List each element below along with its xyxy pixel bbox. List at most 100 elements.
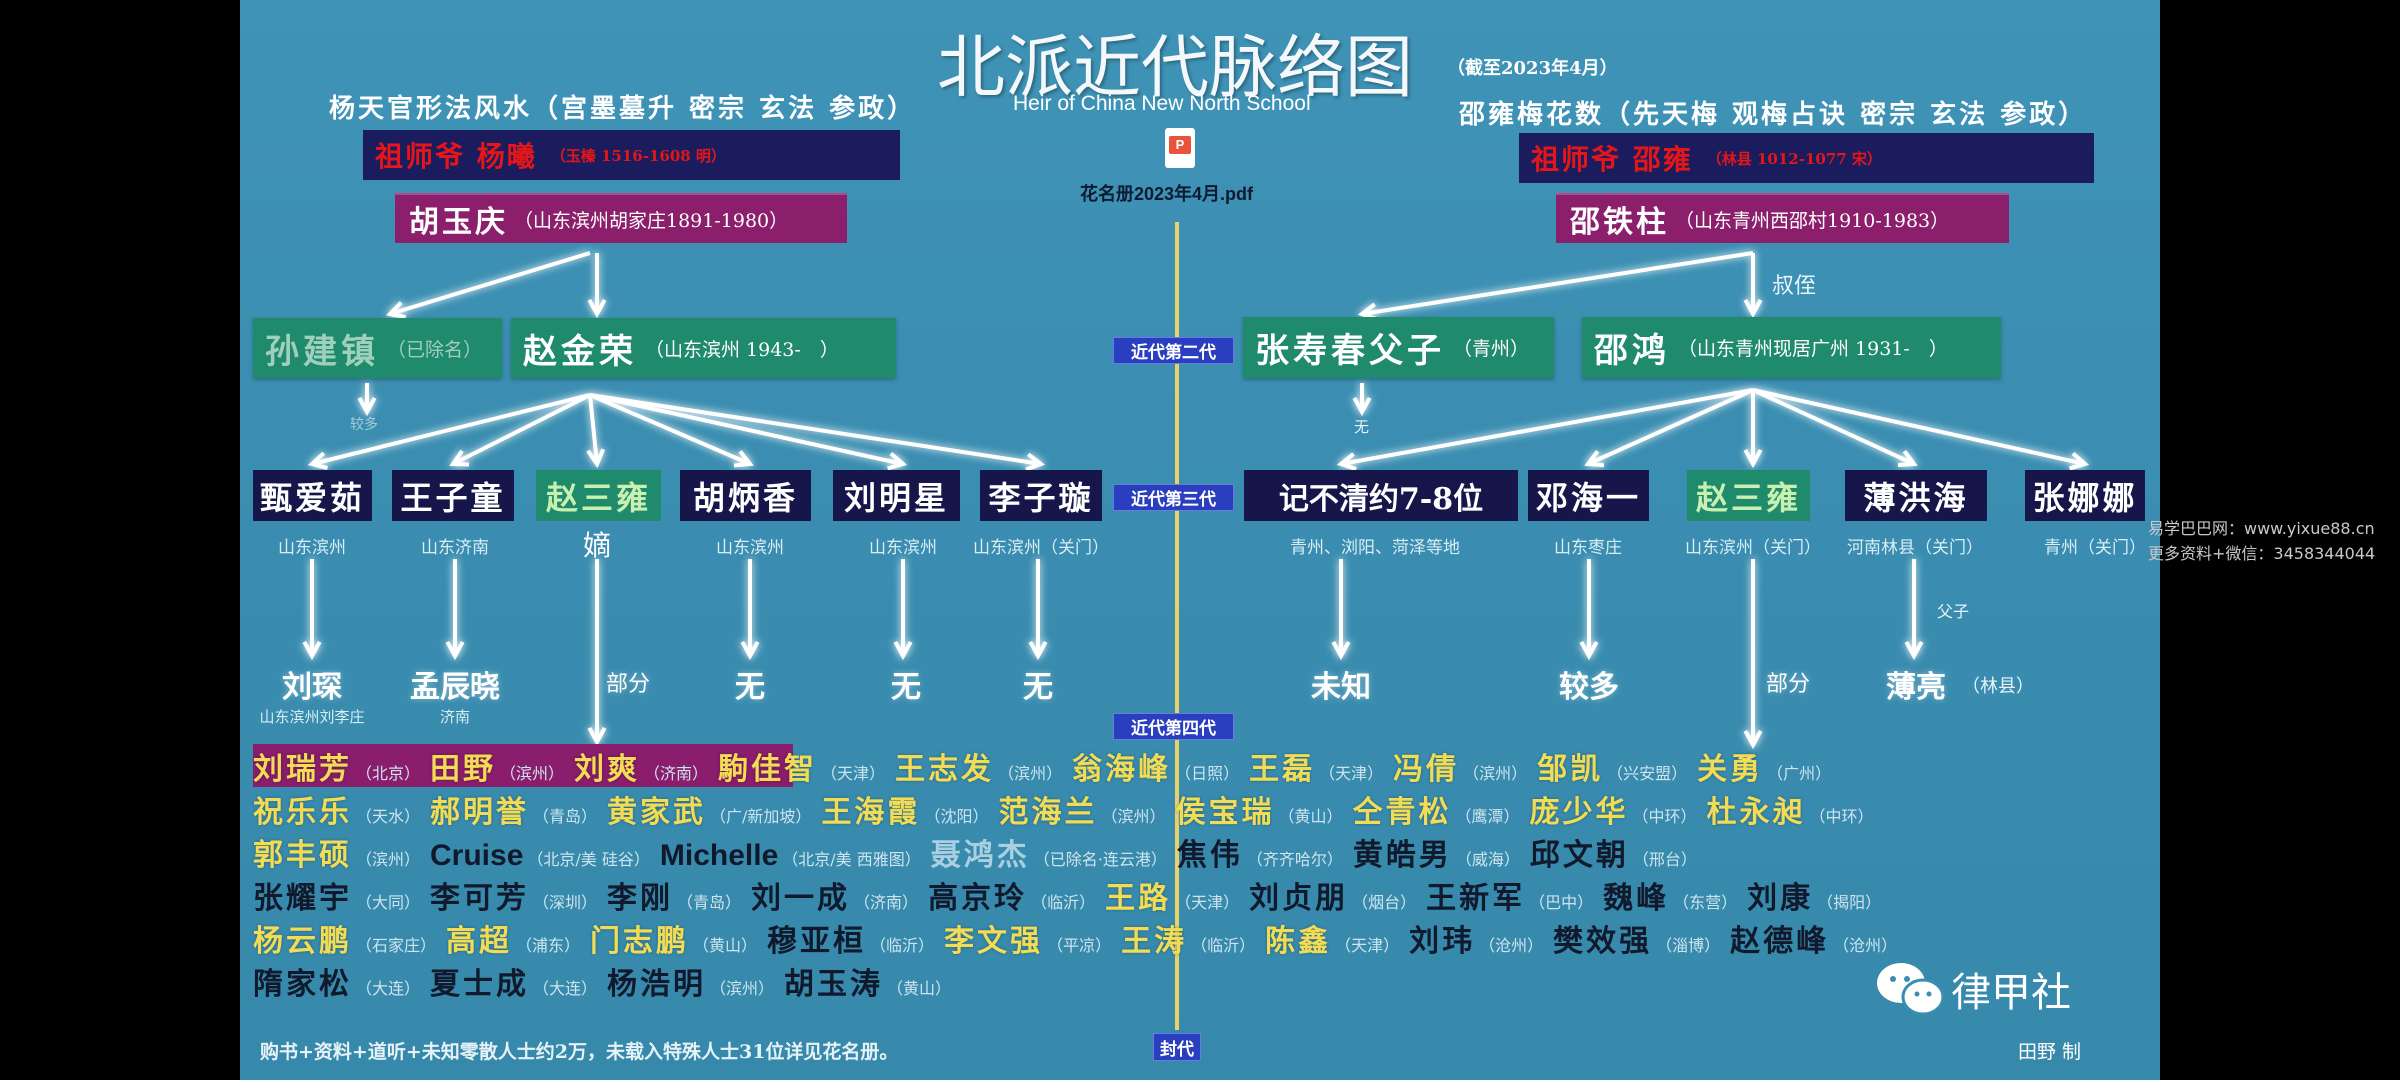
disciple-name: 冯倩 <box>1393 752 1460 787</box>
left-gen3-box: 李子璇 <box>980 470 1102 521</box>
disciple-location: （大同） <box>356 893 421 912</box>
brand-logo: 律甲社 <box>1875 960 2071 1018</box>
roster-row: 张耀宇（大同）李可芳（深圳）李刚（青岛）刘一成（济南）高京玲（临沂）王路（天津）… <box>253 873 1907 916</box>
person-detail: （山东青州西邵村1910-1983） <box>1675 209 1950 232</box>
location-label: 山东滨州刘李庄 <box>259 708 365 726</box>
disciple-name: 杨浩明 <box>607 967 707 1002</box>
disciple-location: （滨州） <box>500 764 565 783</box>
disciple-name: 邱文朝 <box>1529 838 1629 873</box>
disciple-name: 杨云鹏 <box>253 924 352 959</box>
disciple-location: （邢台） <box>1632 850 1697 869</box>
arrow-head <box>357 396 377 417</box>
arrow-head <box>1904 640 1924 661</box>
person-name: 赵金荣 <box>523 331 637 372</box>
generation-label-4: 近代第四代 <box>1113 713 1234 740</box>
disciple-name: 张耀宇 <box>253 881 352 916</box>
arrow-head <box>1897 449 1918 468</box>
founder-detail: （林县 1012-1077 宋） <box>1706 149 1882 168</box>
disciple-location: （日照） <box>1175 764 1240 783</box>
location-label: 山东济南 <box>421 538 489 558</box>
disciple-location: （齐齐哈尔） <box>1246 850 1343 869</box>
person-detail: （已除名） <box>387 338 483 361</box>
arrow-head <box>1743 448 1763 469</box>
disciple-location: （威海） <box>1455 850 1520 869</box>
footer-note: 购书+资料+道听+未知零散人士约2万，未载入特殊人士31位详见花名册。 <box>260 1041 899 1063</box>
arrow-head <box>733 450 754 468</box>
gen2-below-note: 较多 <box>350 417 378 433</box>
disciple-name: 李刚 <box>607 881 674 916</box>
location-label: （林县） <box>1962 676 2034 697</box>
disciple-name: 关勇 <box>1697 752 1764 787</box>
disciple-name: 隋家松 <box>253 967 352 1002</box>
disciple-name: 刘一成 <box>751 881 851 916</box>
arrow-line <box>1752 388 1915 466</box>
disciple-location: （揭阳） <box>1817 893 1882 912</box>
arrow-line <box>1340 388 1754 466</box>
pdf-file-icon[interactable]: P <box>1165 128 1195 168</box>
pdf-file-link[interactable]: 花名册2023年4月.pdf <box>1080 184 1254 204</box>
arrow-head <box>1336 452 1357 471</box>
wechat-icon <box>1877 963 1945 1016</box>
disciple-location: （黄山） <box>887 979 952 998</box>
disciple-location: （淄博） <box>1656 936 1721 955</box>
relation-label: 叔侄 <box>1772 274 1817 299</box>
arrow-line <box>1752 388 2086 466</box>
person-name: 胡玉庆 <box>409 205 508 240</box>
disciple-location: （中环） <box>1809 807 1874 826</box>
disciple-name: Cruise <box>430 839 524 872</box>
person-detail: （山东青州现居广州 1931- ） <box>1678 338 1948 360</box>
arrow-head <box>307 451 328 470</box>
disciple-name: 刘爽 <box>574 752 641 787</box>
gen4-label: 无 <box>735 670 765 705</box>
disciple-location: （滨州） <box>710 979 775 998</box>
disciple-location: （天津） <box>1175 893 1240 912</box>
watermark-line: 更多资料+微信：3458344044 <box>2148 544 2376 563</box>
founder-detail: （玉榛 1516-1608 明） <box>550 146 726 165</box>
disciple-location: （沧州） <box>1833 936 1898 955</box>
arrow-head <box>1743 298 1763 319</box>
arrow-layer <box>302 251 2090 750</box>
location-label: 山东滨州 <box>869 538 937 558</box>
disciple-location: （石家庄） <box>356 936 437 955</box>
location-label: 河南林县（关门） <box>1847 538 1983 558</box>
disciple-location: （浦东） <box>516 936 581 955</box>
disciple-location: （滨州） <box>356 850 421 869</box>
disciple-name: 邹凯 <box>1537 752 1604 787</box>
location-label: 青州、浏阳、菏泽等地 <box>1290 538 1460 558</box>
arrow-line <box>588 394 599 465</box>
disciple-location: （济南） <box>854 893 919 912</box>
disciple-name: 刘贞朋 <box>1249 881 1349 916</box>
left-gen3-box: 甄爱茹 <box>253 470 372 521</box>
disciple-location: （黄山） <box>1278 807 1343 826</box>
disciple-name: 穆亚桓 <box>767 924 867 959</box>
location-label: 山东滨州（关门） <box>1685 538 1821 558</box>
disciple-location: （青岛） <box>533 807 598 826</box>
disciple-name: 赵德峰 <box>1730 924 1830 959</box>
disciple-name: 刘玮 <box>1409 924 1476 959</box>
right-gen3-box: 记不清约7-8位 <box>1244 470 1518 521</box>
person-name: 邵鸿 <box>1594 331 1670 371</box>
disciple-name: 聂鸿杰 <box>930 838 1030 873</box>
disciple-location: （天水） <box>356 807 421 826</box>
generation-label-3: 近代第三代 <box>1113 484 1234 511</box>
arrow-head <box>386 301 407 320</box>
disciple-location: （广州） <box>1767 764 1832 783</box>
watermark-line: 易学巴巴网：www.yixue88.cn <box>2148 519 2375 538</box>
disciple-name: 高超 <box>446 924 513 959</box>
disciple-location: （沈阳） <box>924 807 989 826</box>
arrow-head <box>449 449 470 467</box>
gen4-label: 部分 <box>1765 672 1811 697</box>
arrow-head <box>1352 396 1372 417</box>
arrow-line <box>589 393 904 466</box>
disciple-name: 田野 <box>430 752 497 787</box>
roster-row: 祝乐乐（天水）郝明誉（青岛）黄家武（广/新加坡）王海霞（沈阳）范海兰（滨州）侯宝… <box>253 787 1907 830</box>
disciple-name: 王磊 <box>1249 752 1316 787</box>
arrow-head <box>1331 640 1351 661</box>
disciple-location: （济南） <box>644 764 709 783</box>
disciple-location: （已除名·连云港） <box>1033 850 1167 869</box>
person-name: 邵铁柱 <box>1570 205 1669 240</box>
arrow-head <box>586 448 606 469</box>
arrow-line <box>589 393 1042 466</box>
diagram-canvas: 北派近代脉络图 （截至2023年4月） 杨天官形法风水（宫墨墓升 密宗 玄法 参… <box>240 0 2160 1080</box>
arrow-line <box>452 393 591 466</box>
